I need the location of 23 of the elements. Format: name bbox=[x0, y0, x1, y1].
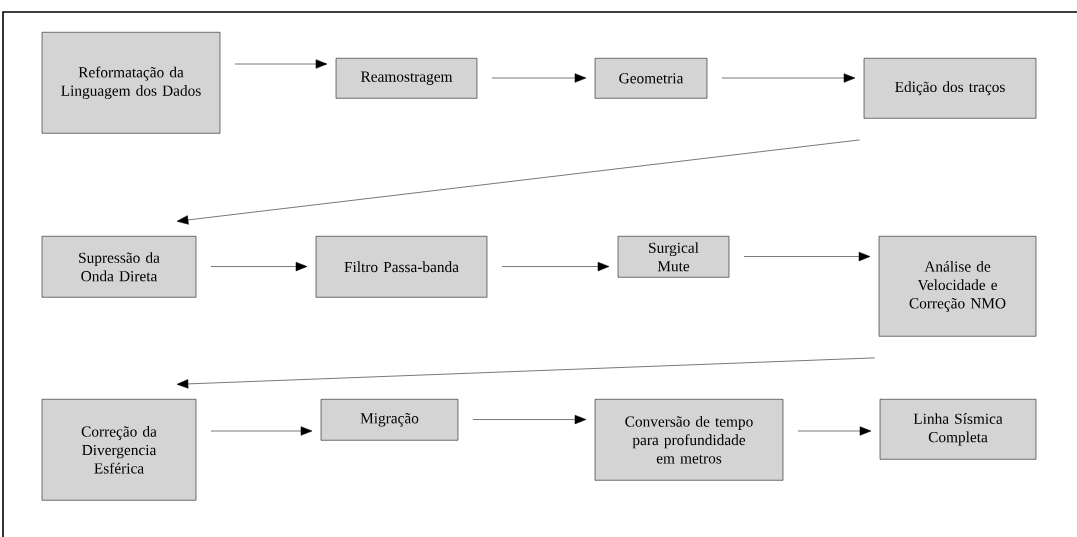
arrow bbox=[491, 73, 587, 83]
process-box: Conversão de tempo para profundidade em metros bbox=[594, 399, 784, 481]
arrow bbox=[501, 261, 610, 272]
process-box: Surgical Mute bbox=[617, 236, 730, 278]
process-box: Migração bbox=[320, 399, 459, 441]
process-box: Reformatação da Linguagem dos Dados bbox=[41, 32, 221, 134]
process-box: Reamostragem bbox=[335, 58, 478, 99]
arrow bbox=[210, 261, 308, 272]
arrow bbox=[721, 73, 856, 83]
process-box: Linha Sísmica Completa bbox=[879, 399, 1037, 460]
process-box: Filtro Passa-banda bbox=[315, 236, 488, 298]
arrow bbox=[210, 426, 313, 436]
arrow bbox=[234, 59, 328, 69]
process-box: Supressão da Onda Direta bbox=[41, 236, 197, 298]
arrow bbox=[472, 414, 587, 425]
arrow bbox=[797, 426, 872, 436]
process-box: Edição dos traços bbox=[863, 58, 1037, 119]
arrow bbox=[176, 357, 875, 389]
process-box: Geometria bbox=[594, 58, 708, 99]
process-box: Análise de Velocidade e Correção NMO bbox=[878, 236, 1037, 337]
arrow bbox=[176, 139, 860, 225]
arrow bbox=[743, 251, 871, 262]
process-box: Correção da Divergencia Esférica bbox=[41, 399, 197, 501]
